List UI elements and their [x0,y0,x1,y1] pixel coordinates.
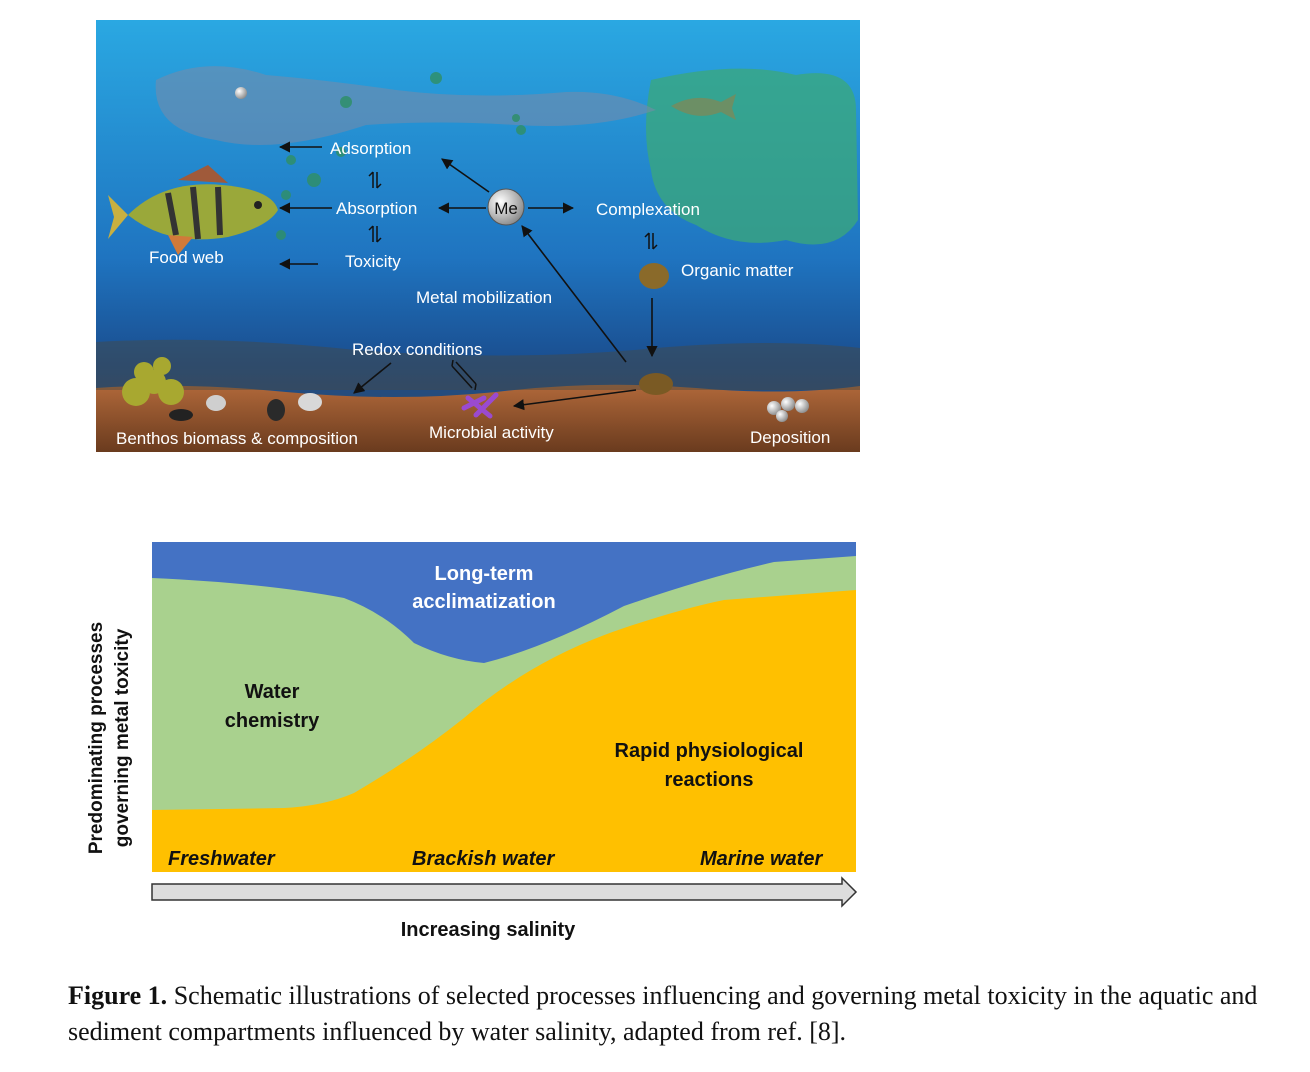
toxicity-label: Toxicity [345,252,401,271]
x-axis-label: Increasing salinity [401,919,576,941]
water-chemistry-label-line1: Water [245,681,300,703]
absorption-label: Absorption [336,199,417,218]
rapid-label-line1: Rapid physiological [615,740,804,762]
complexation-label: Complexation [596,200,700,219]
metal-mobilization-label: Metal mobilization [416,288,552,307]
marine-label: Marine water [700,848,823,870]
organic-matter-label: Organic matter [681,261,794,280]
metal-ion-label: Me [494,199,518,218]
long-term-label-line1: Long-term [435,563,534,585]
food-web-label: Food web [149,248,224,267]
salinity-arrow [152,878,856,906]
caption-prefix: Figure 1. [68,981,167,1010]
microbial-activity-label: Microbial activity [429,423,554,442]
organic-matter-particle [639,263,669,289]
water-chemistry-label-line2: chemistry [225,710,320,732]
y-axis-label-line1: Predominating processes [86,622,107,854]
figure-caption: Figure 1. Schematic illustrations of sel… [68,978,1278,1050]
brackish-label: Brackish water [412,848,556,870]
adsorption-label: Adsorption [330,139,411,158]
deposition-label: Deposition [750,428,830,447]
redox-conditions-label: Redox conditions [352,340,482,359]
caption-text: Schematic illustrations of selected proc… [68,981,1257,1046]
sediment-organic-particle [639,373,673,395]
aquatic-scene-illustration: Me Adsorption [96,20,860,452]
freshwater-label: Freshwater [168,848,276,870]
benthos-label: Benthos biomass & composition [116,429,358,448]
salinity-process-diagram: Predominating processes governing metal … [84,538,864,948]
long-term-label-line2: acclimatization [412,591,555,613]
rapid-label-line2: reactions [665,769,754,791]
y-axis-label-line2: governing metal toxicity [112,628,133,847]
small-metal-ball [235,87,247,99]
